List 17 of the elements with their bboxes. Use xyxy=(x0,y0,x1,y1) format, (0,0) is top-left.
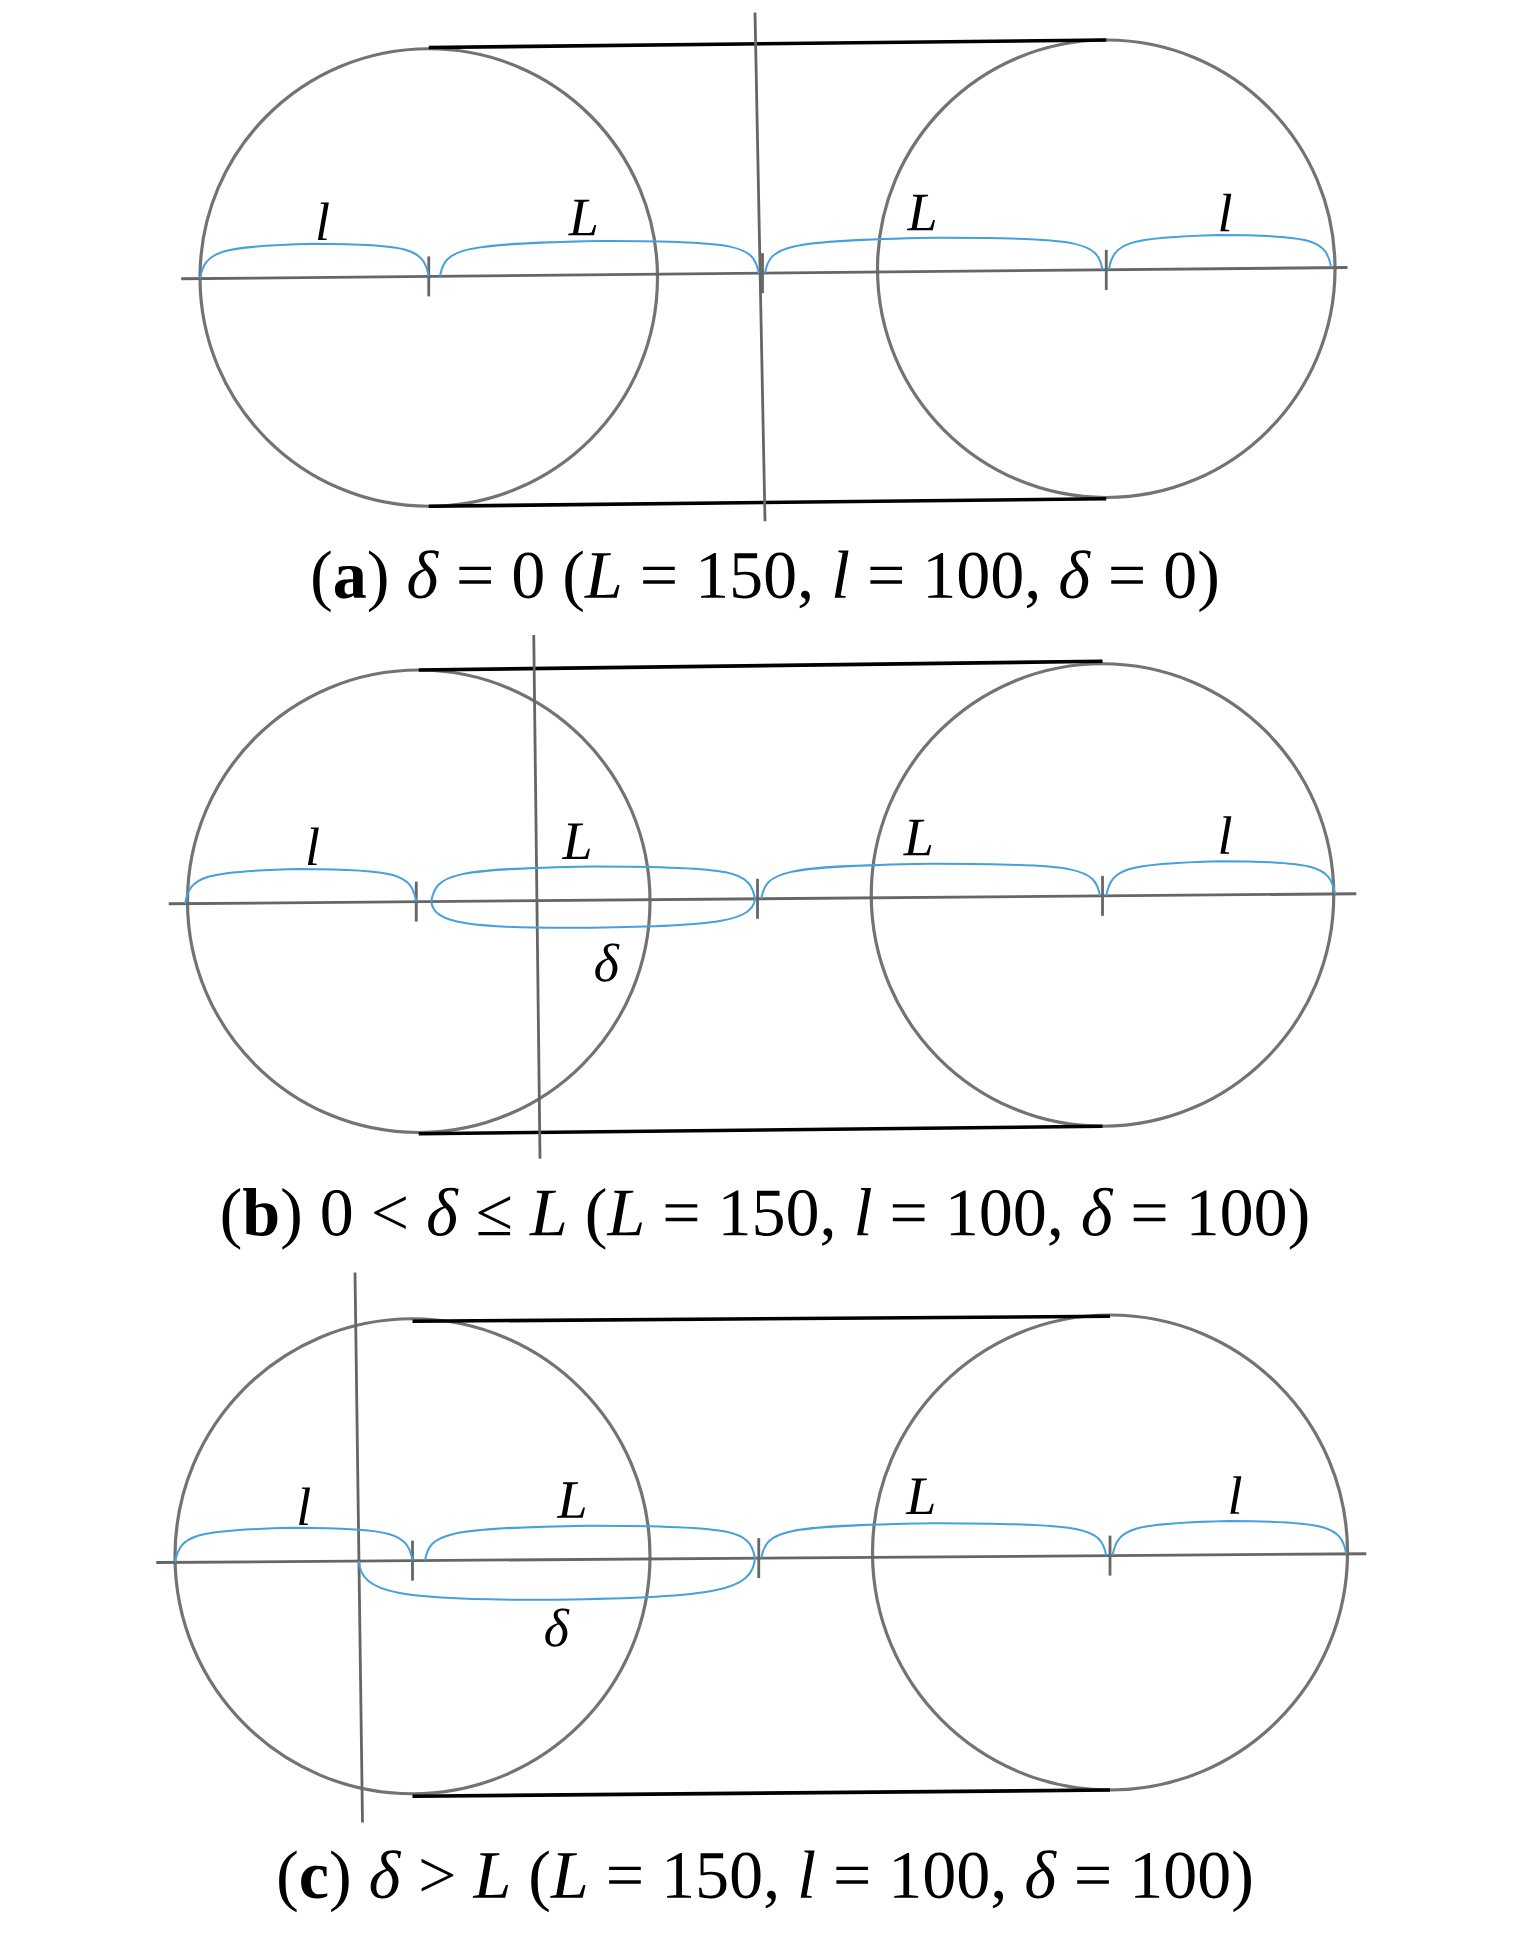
math-label: δ xyxy=(595,943,620,982)
panel-caption: (b) 0 < δ ≤ L (L = 150, l = 100, δ = 100) xyxy=(222,1187,1308,1250)
math-label: δ xyxy=(545,1608,570,1647)
math-label: L xyxy=(568,199,597,236)
math-label: L xyxy=(556,1482,585,1518)
math-label: l xyxy=(1220,193,1232,232)
math-label: L xyxy=(903,819,932,856)
math-label: l xyxy=(1230,1476,1242,1514)
math-label: l xyxy=(1220,816,1232,854)
math-label: L xyxy=(561,823,590,859)
math-label: L xyxy=(905,1478,934,1514)
math-label: l xyxy=(317,202,329,240)
panel-caption: (c) δ > L (L = 150, l = 100, δ = 100) xyxy=(279,1850,1251,1913)
math-label: L xyxy=(906,194,935,231)
math-label: l xyxy=(307,827,319,865)
math-label: l xyxy=(299,1487,310,1525)
panel-caption: (a) δ = 0 (L = 150, l = 100, δ = 0) xyxy=(313,550,1217,613)
